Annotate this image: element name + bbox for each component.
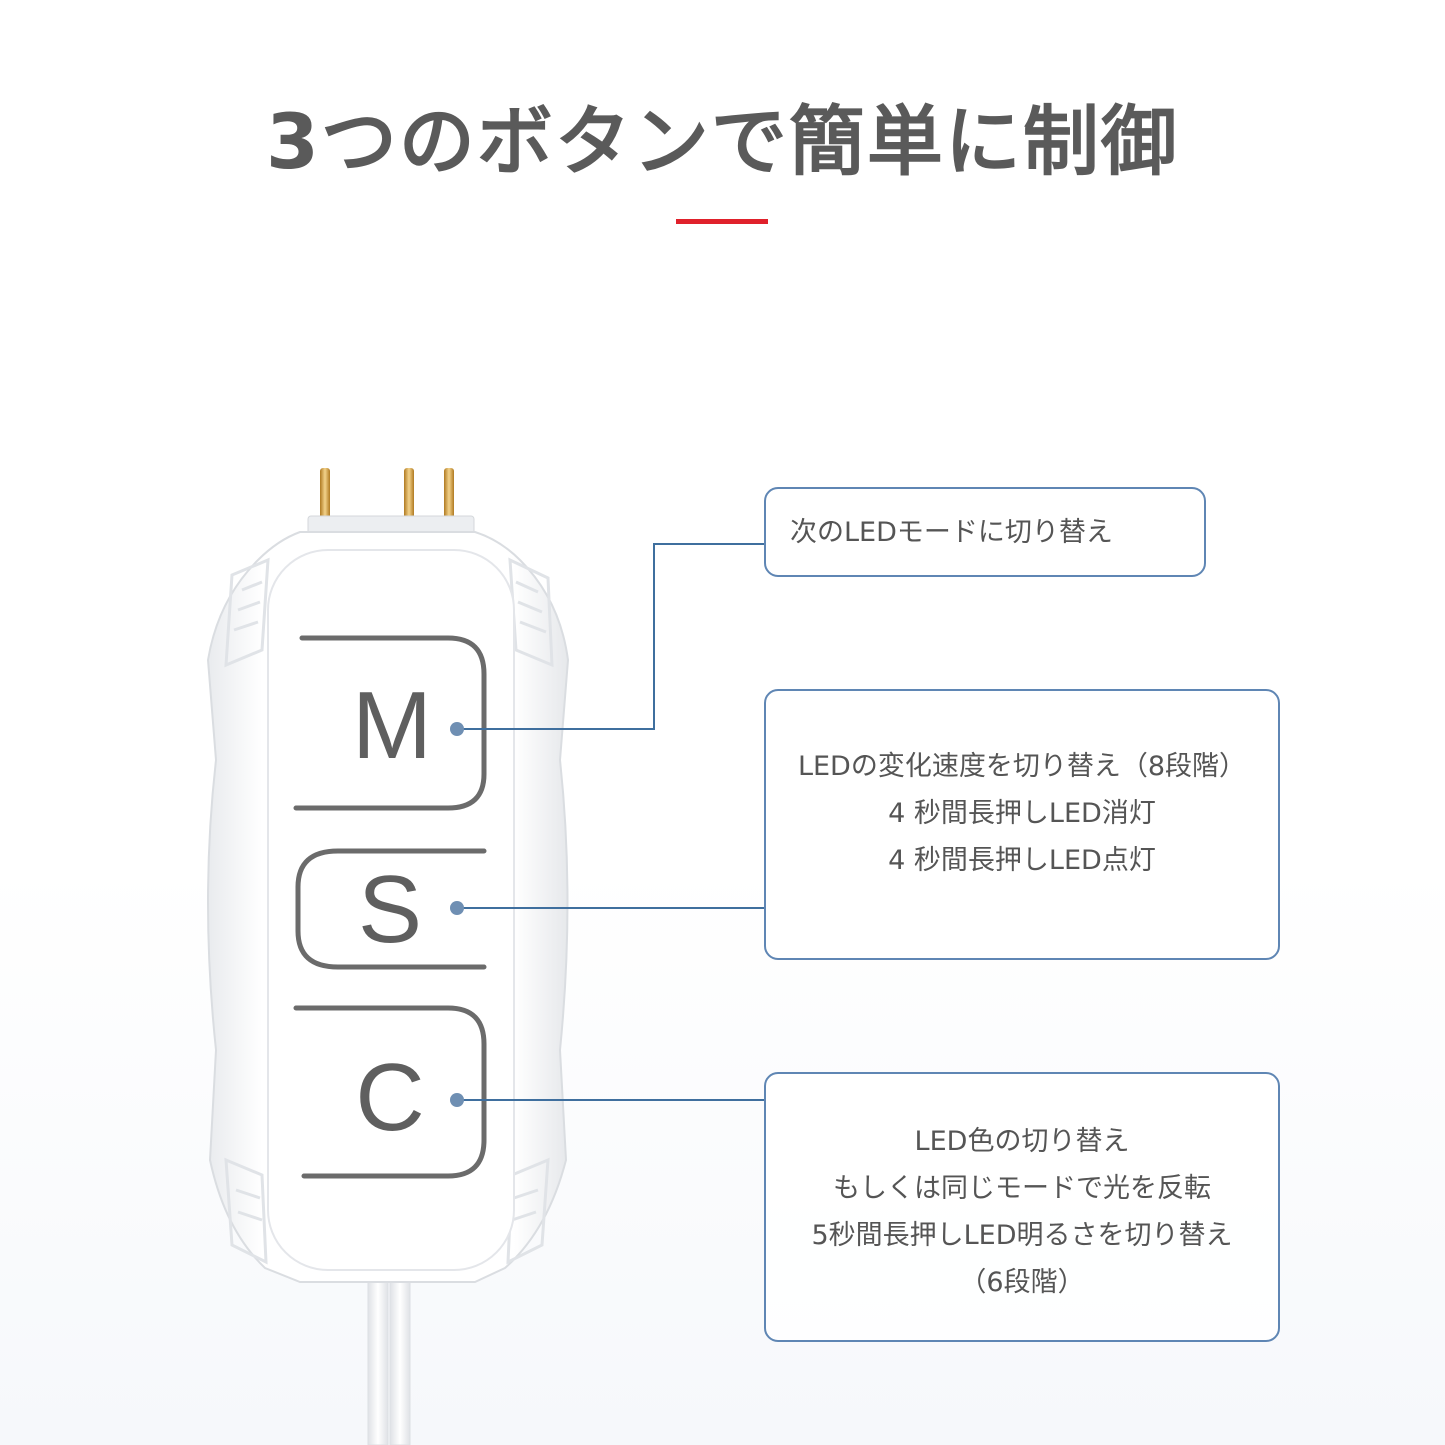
callout-text: 4 秒間長押しLED点灯 — [888, 845, 1156, 876]
title-underline — [676, 219, 768, 224]
callout-text: 次のLEDモードに切り替え — [790, 517, 1113, 548]
m-button[interactable]: M — [293, 635, 487, 811]
callout-text: （6段階） — [959, 1267, 1085, 1298]
cable — [367, 1269, 411, 1445]
callout-text: 4 秒間長押しLED消灯 — [888, 798, 1156, 829]
page-title: 3つのボタンで簡単に制御 — [266, 97, 1179, 186]
c-button-callout: LED色の切り替え もしくは同じモードで光を反転 5秒間長押しLED明るさを切り… — [764, 1072, 1280, 1342]
callout-text: 5秒間長押しLED明るさを切り替え — [811, 1220, 1233, 1251]
callout-text: LEDの変化速度を切り替え（8段階） — [797, 751, 1247, 782]
callout-text: もしくは同じモードで光を反転 — [833, 1173, 1211, 1204]
connector-pins — [307, 468, 475, 539]
s-button-callout: LEDの変化速度を切り替え（8段階） 4 秒間長押しLED消灯 4 秒間長押しL… — [764, 689, 1280, 960]
m-connector-line — [457, 543, 764, 730]
s-button[interactable]: S — [295, 848, 487, 970]
c-button-label: C — [355, 1044, 424, 1151]
connector-dots — [450, 722, 464, 1107]
c-button[interactable]: C — [293, 1005, 487, 1179]
m-button-callout: 次のLEDモードに切り替え — [764, 487, 1206, 577]
m-button-label: M — [352, 672, 432, 779]
callout-text: LED色の切り替え — [914, 1126, 1130, 1157]
connector-lines — [457, 543, 764, 1101]
s-button-label: S — [358, 856, 422, 963]
